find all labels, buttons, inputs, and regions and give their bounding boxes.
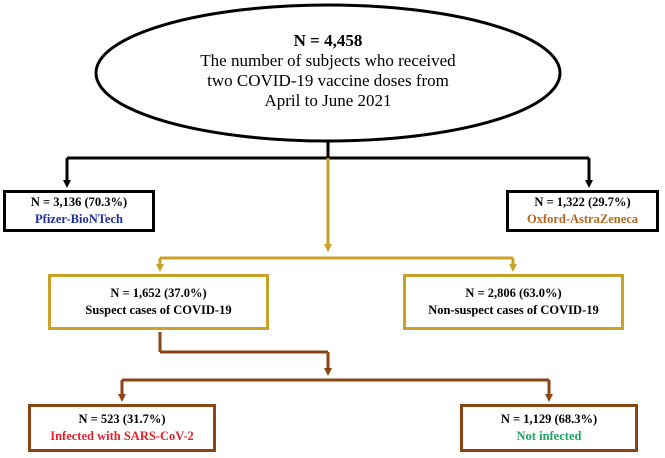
infected-count: N = 523 (31.7%) [78, 412, 166, 427]
root-count: N = 4,458 [294, 31, 363, 50]
pfizer-label: Pfizer-BioNTech [35, 212, 123, 226]
suspect-box: N = 1,652 (37.0%) Suspect cases of COVID… [48, 274, 269, 330]
astrazeneca-box: N = 1,322 (29.7%) Oxford-AstraZeneca [506, 190, 659, 232]
root-desc-line2: two COVID-19 vaccine doses from [207, 71, 449, 90]
astrazeneca-label: Oxford-AstraZeneca [526, 212, 639, 226]
non-suspect-count: N = 2,806 (63.0%) [465, 286, 562, 301]
non-suspect-label: Non-suspect cases of COVID-19 [428, 303, 599, 317]
pfizer-count: N = 3,136 (70.3%) [30, 195, 128, 210]
not-infected-count: N = 1,129 (68.3%) [500, 412, 598, 427]
brown-connectors [118, 332, 553, 402]
suspect-label: Suspect cases of COVID-19 [85, 303, 232, 317]
non-suspect-box: N = 2,806 (63.0%) Non-suspect cases of C… [403, 274, 624, 330]
root-desc-line3: April to June 2021 [264, 91, 391, 110]
gold-connectors [156, 158, 517, 272]
pfizer-box: N = 3,136 (70.3%) Pfizer-BioNTech [3, 190, 155, 232]
suspect-count: N = 1,652 (37.0%) [110, 286, 207, 301]
not-infected-box: N = 1,129 (68.3%) Not infected [460, 404, 638, 452]
astrazeneca-count: N = 1,322 (29.7%) [534, 195, 631, 210]
infected-label: Infected with SARS-CoV-2 [50, 429, 194, 443]
root-desc-line1: The number of subjects who received [200, 51, 456, 70]
not-infected-label: Not infected [516, 429, 582, 443]
infected-box: N = 523 (31.7%) Infected with SARS-CoV-2 [28, 404, 216, 452]
